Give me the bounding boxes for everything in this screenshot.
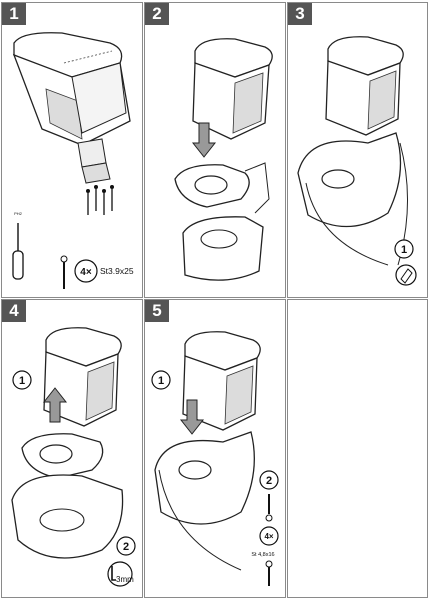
up-arrow-icon <box>42 387 68 423</box>
console-assembled <box>154 431 255 525</box>
step-number: 2 <box>145 3 169 25</box>
callout-circle <box>12 370 32 390</box>
step-number: 4 <box>2 300 26 322</box>
panel-step-3: 3 1 <box>287 2 428 298</box>
step-5-illustration: 1 2 4× St 4,8x16 <box>151 331 279 586</box>
front-panel <box>71 62 127 134</box>
curved-arrow <box>158 469 242 571</box>
panel-step-5: 5 1 2 4× St 4,8x16 <box>144 299 286 598</box>
step-4-illustration: 1 2 3mm <box>11 327 136 587</box>
quantity-circle <box>74 259 98 283</box>
cupholder <box>321 169 355 189</box>
tool-label: PH2 <box>14 211 23 216</box>
screw-spec: St3.9x25 <box>100 266 134 276</box>
step-3-illustration: 1 <box>297 36 417 286</box>
callout-label: 1 <box>19 375 25 387</box>
screw-icon <box>265 494 273 522</box>
callout-label: 1 <box>401 244 407 256</box>
panel-step-4: 4 1 2 3mm <box>1 299 143 598</box>
screwdriver-icon <box>12 223 24 280</box>
callout-label: 2 <box>123 541 129 553</box>
panel-step-1: 1 <box>1 2 143 298</box>
screw-spec: St 4,8x16 <box>251 552 274 558</box>
lower-console <box>182 216 264 281</box>
callout-label: 2 <box>266 475 272 487</box>
panel-step-2: 2 <box>144 2 286 298</box>
screw-icon <box>265 560 273 586</box>
perforated-pad <box>232 72 264 134</box>
down-arrow-icon <box>179 399 205 435</box>
perforated-pad <box>45 88 83 140</box>
mount-plate <box>81 162 111 184</box>
step-number: 3 <box>288 3 312 25</box>
step-1-illustration: PH2 4× St3.9x25 <box>12 32 134 289</box>
callout-circle <box>116 536 136 556</box>
mount-base <box>77 138 107 168</box>
screw-set <box>87 189 113 215</box>
screw-icon <box>60 255 68 289</box>
screw-heads <box>86 185 114 193</box>
curved-arrow <box>305 182 389 266</box>
quantity-circle <box>259 526 279 546</box>
panel-empty <box>287 299 428 598</box>
step-number: 5 <box>145 300 169 322</box>
perforated-pad <box>367 70 397 130</box>
quantity-label: 4× <box>264 532 273 541</box>
cupholder <box>194 175 228 195</box>
callout-label: 1 <box>158 375 164 387</box>
perforated-pad <box>224 365 254 425</box>
step-number: 1 <box>2 3 26 25</box>
callout-circle <box>151 370 171 390</box>
perforated-pad <box>85 361 115 421</box>
step-2-illustration <box>174 38 273 281</box>
hex-size: 3mm <box>116 575 134 584</box>
quantity-label: 4× <box>80 267 92 278</box>
down-arrow-icon <box>191 122 217 158</box>
callout-circle <box>394 239 414 259</box>
callout-circle <box>259 470 279 490</box>
